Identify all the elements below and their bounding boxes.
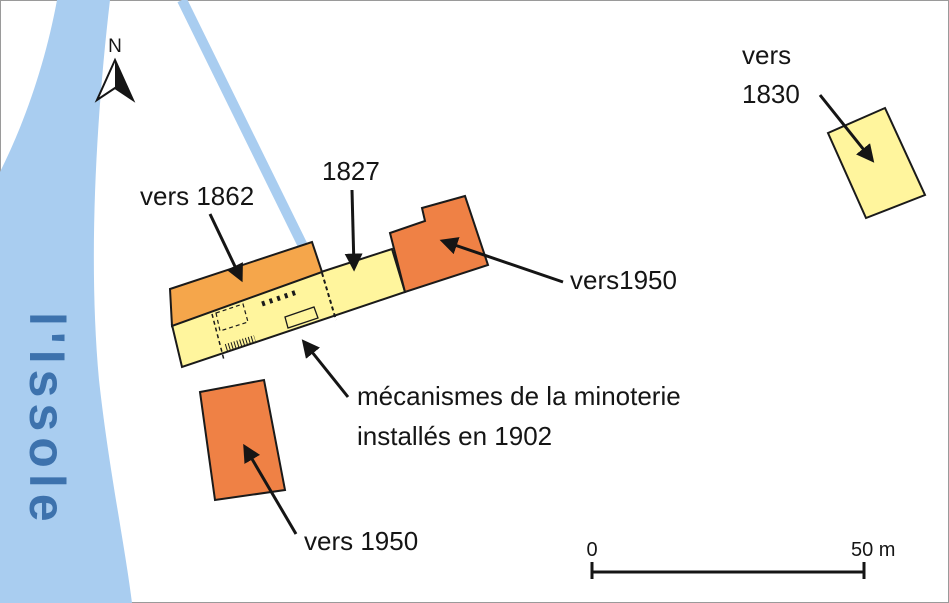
arrow-vers1950-east	[439, 237, 564, 284]
building-1950-east	[388, 194, 490, 294]
north-arrow-icon	[94, 57, 136, 103]
label-1827: 1827	[322, 156, 380, 186]
label-vers-1830-line1: vers	[742, 40, 791, 70]
label-vers1950-east: vers1950	[570, 265, 677, 295]
river-issole	[0, 0, 132, 603]
arrow-vers-1862	[208, 213, 243, 283]
scale-end-label: 50 m	[851, 539, 895, 561]
label-vers-1830-line2: 1830	[742, 79, 800, 109]
arrow-1827	[344, 189, 363, 272]
building-1950-south	[198, 378, 287, 502]
label-mecanismes-line1: mécanismes de la minoterie	[357, 381, 681, 411]
building-1862	[168, 240, 324, 328]
canal-stream	[177, 0, 308, 249]
river-label: l'Issole	[19, 312, 75, 528]
north-label: N	[108, 36, 122, 57]
arrow-mecanismes	[301, 339, 350, 398]
label-vers-1862: vers 1862	[140, 181, 254, 211]
label-mecanismes-line2: installés en 1902	[357, 421, 552, 451]
mill-mechanism-details	[211, 272, 337, 361]
arrow-vers-1830	[818, 94, 875, 163]
arrow-vers-1950-south	[243, 443, 298, 535]
scale-start-label: 0	[586, 539, 597, 561]
label-vers-1950-south: vers 1950	[304, 526, 418, 556]
scale-bar	[590, 562, 866, 579]
